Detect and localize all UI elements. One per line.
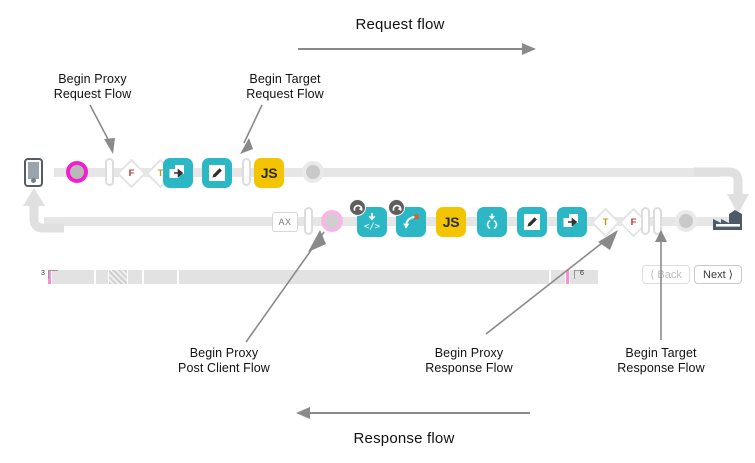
revert-arrow-glyph [353, 204, 363, 211]
request-flow-title: Request flow [355, 16, 445, 33]
back-label: Back [657, 268, 682, 281]
js-label: JS [442, 214, 460, 230]
phone-screen [28, 162, 39, 179]
annotation-leader-line-2 [240, 104, 263, 154]
next-button[interactable]: Next ⟩ [694, 265, 742, 284]
annotation-leader-line-1 [89, 104, 115, 154]
route-glyph [563, 214, 578, 227]
annotation-leader-line-5 [655, 230, 667, 340]
timeline-segment[interactable] [570, 270, 598, 284]
timeline-segment-hatched[interactable] [109, 270, 127, 284]
response-flow-track [44, 217, 734, 226]
route-policy-icon-bottom[interactable] [557, 207, 587, 237]
revert-badge-icon[interactable] [388, 199, 405, 216]
mobile-phone-icon [24, 158, 43, 187]
js-label: JS [260, 165, 278, 181]
timeline-segment[interactable] [96, 270, 108, 284]
timeline-tick-right: 6 [580, 270, 584, 277]
flow-start-circle[interactable] [66, 161, 88, 183]
timeline-tick-left: 3 [41, 270, 45, 277]
request-to-response-connector [694, 167, 749, 214]
ax-label: AX [278, 217, 292, 227]
route-policy-icon-top[interactable] [163, 158, 193, 188]
raise-fault-policy-icon[interactable] [388, 199, 426, 237]
timeline-segment[interactable] [144, 270, 177, 284]
flow-divider-pill-1[interactable] [105, 158, 114, 186]
timeline-bracket-left [48, 270, 58, 279]
diamond-label: F [630, 216, 636, 228]
request-flow-arrow [298, 43, 536, 55]
edit-policy-icon-bottom[interactable] [517, 207, 547, 237]
diamond-label: T [602, 216, 608, 228]
revert-badge-icon[interactable] [349, 199, 366, 216]
response-to-client-connector [23, 188, 64, 233]
annotation-begin-proxy-post-client-flow: Begin Proxy Post Client Flow [178, 346, 270, 375]
response-flow-end-circle[interactable] [675, 210, 697, 232]
response-flow-title: Response flow [353, 430, 455, 447]
xml-code-glyph: </> [364, 212, 381, 232]
back-chevron-icon: ⟨ [650, 269, 655, 281]
timeline-marker-end [566, 270, 569, 284]
annotation-leader-line-3 [245, 230, 326, 343]
timeline-segment[interactable] [128, 270, 142, 284]
flow-divider-pill-2[interactable] [242, 158, 251, 186]
return-arrow-glyph [403, 214, 419, 229]
javascript-policy-bottom[interactable]: JS [436, 207, 466, 237]
request-flow-track [54, 168, 720, 177]
annotation-begin-target-response-flow: Begin Target Response Flow [617, 346, 705, 375]
route-glyph [169, 165, 184, 178]
javascript-policy-top[interactable]: JS [254, 158, 284, 188]
target-server-icon [713, 210, 742, 230]
braces-glyph [486, 213, 498, 229]
diamond-label: F [128, 167, 134, 179]
request-flow-end-circle[interactable] [302, 161, 324, 183]
next-label: Next [703, 268, 726, 281]
json-policy-icon[interactable] [477, 207, 507, 237]
phone-home-button [31, 178, 36, 183]
response-flow-arrow [296, 407, 530, 419]
next-chevron-icon: ⟩ [728, 269, 733, 281]
annotation-begin-target-request-flow: Begin Target Request Flow [246, 72, 324, 101]
response-divider-pill-1[interactable] [304, 207, 313, 235]
timeline-segment[interactable] [52, 270, 94, 284]
timeline-scrollbar[interactable] [48, 270, 640, 284]
timeline-marker-start [48, 270, 51, 284]
annotation-begin-proxy-request-flow: Begin Proxy Request Flow [53, 72, 132, 101]
annotation-leader-line-4 [485, 230, 618, 335]
timeline-segment[interactable] [179, 270, 549, 284]
svg-text:</>: </> [364, 222, 381, 232]
pencil-glyph [209, 165, 225, 181]
timeline-bracket-right [574, 270, 584, 279]
xml-policy-icon[interactable]: </> [349, 199, 387, 237]
response-divider-pill-2[interactable] [641, 207, 650, 235]
ax-policy-box[interactable]: AX [272, 212, 298, 232]
revert-arrow-glyph [392, 204, 402, 211]
annotation-begin-proxy-response-flow: Begin Proxy Response Flow [425, 346, 513, 375]
post-client-flow-circle[interactable] [321, 210, 343, 232]
response-divider-pill-3[interactable] [653, 207, 662, 235]
edit-policy-icon-top[interactable] [202, 158, 232, 188]
back-button[interactable]: ⟨ Back [642, 265, 690, 284]
pencil-glyph [524, 214, 540, 230]
